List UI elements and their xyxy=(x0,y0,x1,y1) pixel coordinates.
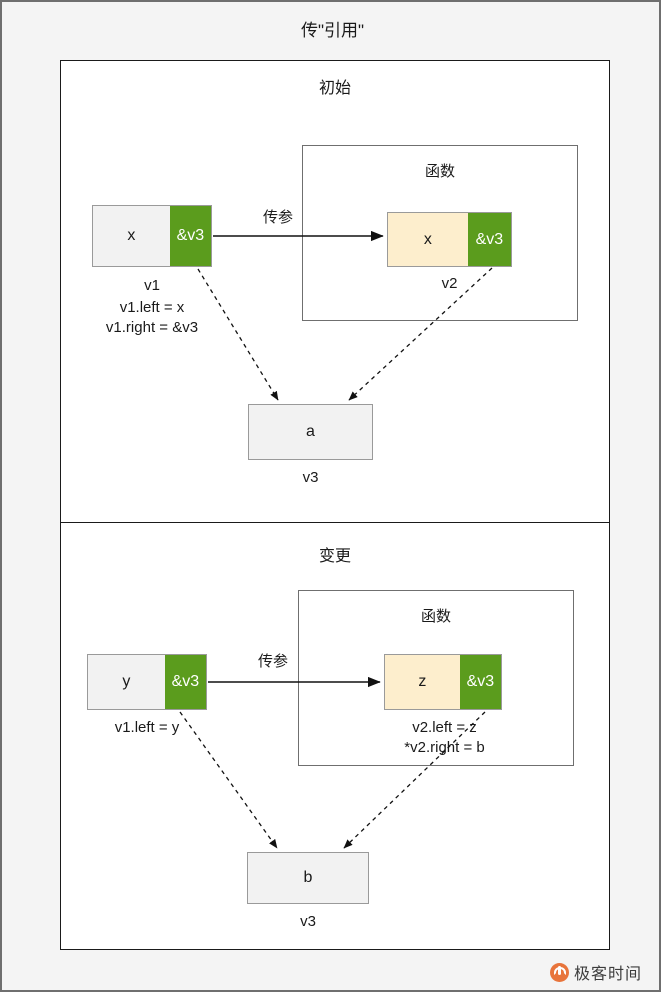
v1-left-cell-changed: y xyxy=(88,655,165,709)
v1-left-cell-initial: x xyxy=(93,206,170,266)
v1-right-cell-initial: &v3 xyxy=(169,206,211,266)
v1-notes-changed: v1.left = y xyxy=(114,719,180,736)
v1-name-initial: v1 xyxy=(144,277,160,294)
pass-arg-label-changed: 传参 xyxy=(257,653,288,670)
v2-name-initial: v2 xyxy=(441,275,458,292)
v2-left-cell-changed: z xyxy=(385,655,460,709)
pass-arg-label-initial: 传参 xyxy=(262,209,293,226)
target-box-v3-initial: a xyxy=(248,404,373,460)
section-title-changed: 变更 xyxy=(318,548,351,565)
v2-left-cell-initial: x xyxy=(388,213,468,266)
watermark: 极客时间 xyxy=(550,960,642,984)
v1-right-cell-changed: &v3 xyxy=(164,655,206,709)
geekbang-logo-icon xyxy=(550,962,569,982)
variable-box-v2-initial: x &v3 xyxy=(387,212,512,267)
v1-notes-initial: v1.left = x v1.right = &v3 xyxy=(105,299,199,337)
page-title: 传"引用" xyxy=(300,21,365,40)
target-name-v3-changed: v3 xyxy=(300,913,316,930)
function-box-title-initial: 函数 xyxy=(424,163,455,180)
v2-right-cell-changed: &v3 xyxy=(459,655,501,709)
target-name-v3-initial: v3 xyxy=(302,469,319,486)
section-divider xyxy=(60,522,610,523)
function-box-title-changed: 函数 xyxy=(420,608,451,625)
v2-notes-changed: v2.left = z *v2.right = b xyxy=(404,719,485,757)
variable-box-v2-changed: z &v3 xyxy=(384,654,502,710)
target-box-v3-changed: b xyxy=(247,852,369,904)
v2-right-cell-initial: &v3 xyxy=(467,213,511,266)
variable-box-v1-initial: x &v3 xyxy=(92,205,212,267)
watermark-text: 极客时间 xyxy=(574,966,643,983)
section-title-initial: 初始 xyxy=(318,80,351,97)
variable-box-v1-changed: y &v3 xyxy=(87,654,207,710)
